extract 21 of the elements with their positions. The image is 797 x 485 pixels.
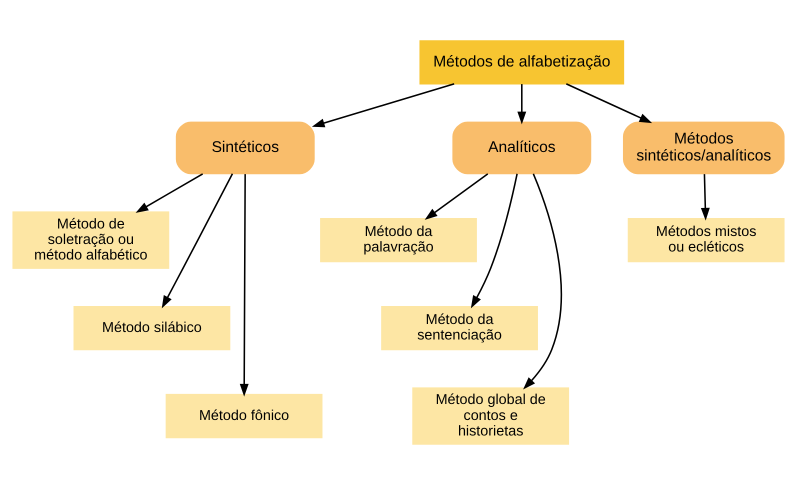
arrow	[162, 173, 234, 308]
node-box: Método da sentenciação	[381, 306, 538, 350]
arrow	[517, 84, 526, 124]
node-box: Método fônico	[166, 394, 322, 438]
node-box: Método da palavração	[320, 218, 477, 262]
node-box: Métodos mistos ou ecléticos	[628, 218, 785, 262]
arrow	[566, 83, 652, 124]
node-box: Métodos de alfabetização	[419, 40, 624, 84]
arrow	[470, 174, 518, 308]
arrow	[136, 173, 204, 213]
node-box: Método de soletração ou método alfabético	[12, 211, 170, 269]
node-box: Analíticos	[452, 122, 592, 174]
node-box: Métodos sintéticos/analíticos	[622, 122, 785, 174]
arrow	[312, 83, 454, 128]
node-box: Sintéticos	[176, 122, 315, 174]
arrow	[424, 173, 488, 220]
arrow	[700, 174, 710, 221]
node-box: Método global de contos e historietas	[412, 387, 570, 445]
arrow	[523, 174, 562, 390]
node-box: Método silábico	[73, 306, 230, 350]
arrow	[240, 174, 249, 397]
